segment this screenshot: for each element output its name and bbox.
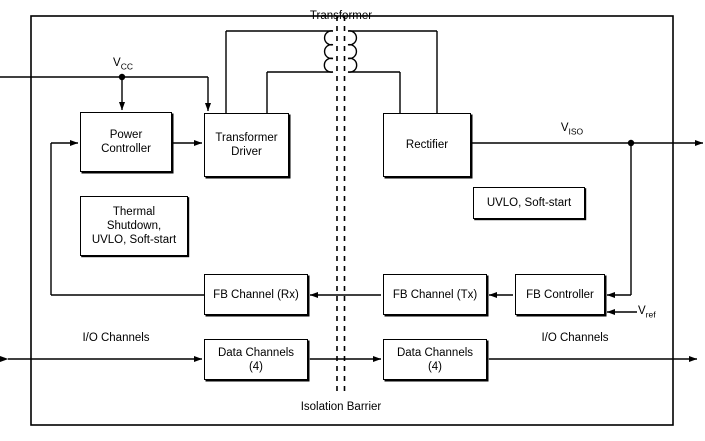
junction-dot-vcc: [118, 73, 126, 81]
io-channels-right-label: I/O Channels: [541, 332, 609, 344]
block-label: FB Controller: [526, 288, 594, 301]
isolation-barrier-label: Isolation Barrier: [300, 401, 382, 413]
block-fb-controller[interactable]: FB Controller: [515, 274, 605, 315]
block-label: FB Channel (Tx): [392, 288, 478, 301]
viso-subscript: ISO: [568, 126, 584, 137]
block-fb-channel-tx[interactable]: FB Channel (Tx): [383, 274, 487, 315]
isolation-barrier-line: [336, 16, 346, 392]
viso-label: VISO: [542, 122, 602, 138]
block-data-channels-left[interactable]: Data Channels (4): [204, 339, 308, 380]
junction-dots: [118, 73, 635, 147]
transformer-label: Transformer: [309, 10, 373, 22]
vref-base: V: [638, 305, 646, 317]
vcc-base: V: [113, 57, 121, 69]
block-data-channels-right[interactable]: Data Channels (4): [383, 339, 487, 380]
block-thermal-shutdown[interactable]: Thermal Shutdown, UVLO, Soft-start: [80, 196, 188, 256]
block-label: FB Channel (Rx): [213, 288, 299, 301]
block-fb-channel-rx[interactable]: FB Channel (Rx): [204, 274, 308, 315]
block-uvlo-soft-start[interactable]: UVLO, Soft-start: [473, 187, 585, 219]
block-label: Data Channels (4): [396, 346, 474, 373]
block-label: Thermal Shutdown, UVLO, Soft-start: [91, 206, 177, 246]
transformer-secondary-coil: [347, 30, 358, 73]
transformer-primary-coil: [323, 30, 334, 73]
junction-dot-viso: [627, 139, 635, 147]
block-rectifier[interactable]: Rectifier: [383, 113, 471, 177]
block-label: Transformer Driver: [215, 132, 278, 158]
vcc-subscript: CC: [120, 61, 133, 72]
block-label: Rectifier: [405, 139, 449, 151]
block-label: Data Channels (4): [217, 346, 295, 373]
block-transformer-driver[interactable]: Transformer Driver: [204, 113, 289, 177]
viso-base: V: [560, 122, 569, 134]
block-label: UVLO, Soft-start: [486, 197, 572, 209]
vref-label: Vref: [638, 305, 678, 321]
block-label: Power Controller: [101, 129, 151, 155]
block-power-controller[interactable]: Power Controller: [80, 112, 172, 172]
vref-subscript: ref: [645, 309, 656, 320]
io-channels-left-label: I/O Channels: [82, 332, 150, 344]
device-boundary: [30, 15, 674, 426]
vcc-label: VCC: [100, 57, 146, 73]
